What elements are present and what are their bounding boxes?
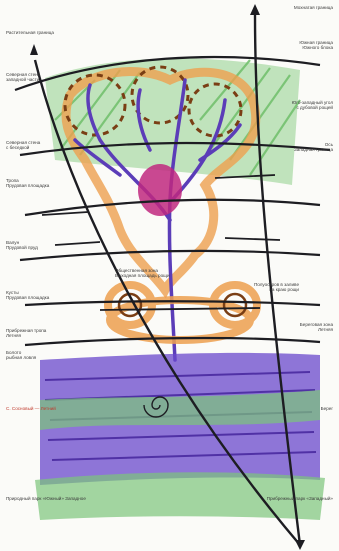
label-center-1: Общественная зона Выходная площадь рощи	[115, 268, 205, 279]
label-left-2: Северная стена с беседкой	[6, 140, 66, 151]
label-left-6: Прибрежная тропа Летняя	[6, 328, 66, 339]
label-bottom-right-2: Прибрежный парк «Западный»	[243, 496, 333, 501]
label-right-2: Ось Западная граница	[253, 142, 333, 153]
label-bottom-left-red: С. Сосновый — Летний	[6, 406, 96, 411]
label-right-4: Береговая зона Летняя	[253, 322, 333, 333]
label-left-5: Кусты Прудовая площадка	[6, 290, 66, 301]
label-left-1: Северная стена западной части	[6, 72, 66, 83]
magenta-focus-area	[138, 164, 182, 216]
label-top-right: Мохнатая граница	[253, 5, 333, 10]
label-bottom-left-2: Природный парк «Южный» Западное	[6, 496, 136, 501]
label-left-4: Валун Прудовой пруд	[6, 240, 66, 251]
label-left-7: Болото рыбная ловля	[6, 350, 66, 361]
label-right-3: Полуостров в заливе на краю рощи	[224, 282, 299, 293]
label-upper-right-1: Южная граница Южного блока	[253, 40, 333, 51]
label-bottom-right-1: Берег	[293, 406, 333, 411]
label-left-3: Тропа Прудовая площадка	[6, 178, 66, 189]
label-right-1: Юго-западный угол с дубовой рощей	[253, 100, 333, 111]
label-top-left: Растительная граница	[6, 30, 54, 35]
